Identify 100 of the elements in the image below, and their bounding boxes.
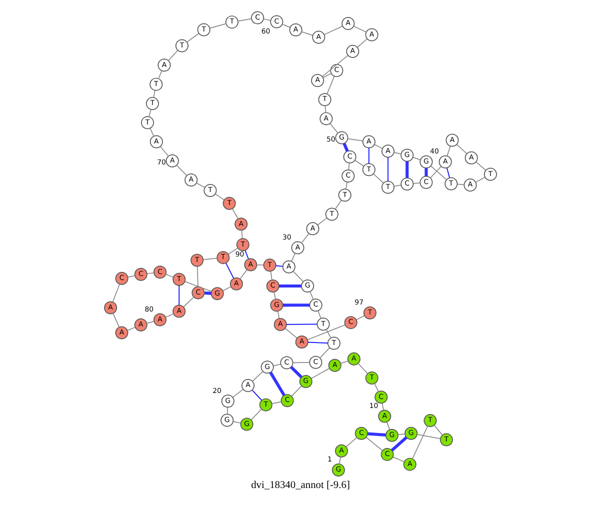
connector bbox=[475, 162, 486, 171]
connector bbox=[338, 456, 340, 464]
connector bbox=[262, 18, 271, 21]
connector bbox=[196, 182, 205, 188]
connector bbox=[323, 26, 342, 36]
connector bbox=[309, 291, 314, 300]
connector bbox=[390, 436, 407, 452]
connector bbox=[374, 383, 378, 392]
connector bbox=[292, 362, 310, 364]
connector bbox=[146, 320, 154, 324]
connector bbox=[226, 406, 228, 415]
connector bbox=[412, 156, 420, 160]
connector bbox=[208, 23, 226, 29]
connector bbox=[237, 18, 252, 22]
connector bbox=[306, 324, 345, 340]
connector bbox=[381, 402, 384, 411]
connector bbox=[158, 70, 162, 80]
connector bbox=[300, 31, 313, 36]
connector bbox=[232, 208, 238, 220]
connector bbox=[252, 370, 263, 382]
caption: dvi_18340_annot [-9.6] bbox=[250, 480, 350, 491]
connector bbox=[416, 434, 440, 440]
connector bbox=[182, 296, 194, 308]
connector bbox=[348, 162, 350, 170]
connector bbox=[112, 284, 120, 302]
connector bbox=[430, 166, 446, 180]
connector bbox=[387, 156, 388, 182]
connector bbox=[372, 174, 384, 184]
connector bbox=[412, 182, 420, 184]
connector bbox=[240, 230, 242, 239]
connector bbox=[354, 160, 364, 167]
connector bbox=[446, 167, 450, 178]
connector bbox=[319, 347, 330, 358]
connector bbox=[326, 76, 334, 94]
connector bbox=[393, 184, 401, 187]
connector bbox=[433, 424, 442, 436]
connector bbox=[159, 146, 168, 157]
connector bbox=[340, 360, 348, 364]
connector bbox=[317, 218, 327, 226]
connector bbox=[290, 386, 302, 397]
connector bbox=[164, 313, 174, 318]
connector bbox=[178, 285, 180, 306]
connector bbox=[324, 105, 326, 113]
connector bbox=[342, 142, 348, 152]
connector bbox=[374, 144, 382, 149]
connector bbox=[148, 109, 151, 118]
connector bbox=[204, 292, 211, 295]
connector bbox=[393, 152, 401, 154]
connector bbox=[256, 264, 264, 266]
connector bbox=[456, 184, 464, 186]
connector bbox=[126, 326, 136, 331]
connector bbox=[346, 138, 363, 142]
connector bbox=[424, 168, 428, 176]
connector bbox=[352, 26, 366, 33]
connector bbox=[270, 270, 272, 280]
connector bbox=[392, 456, 404, 462]
connector bbox=[317, 310, 321, 319]
connector bbox=[397, 434, 405, 436]
connector bbox=[345, 437, 357, 448]
connector bbox=[356, 38, 367, 48]
connector bbox=[186, 33, 199, 43]
connector bbox=[152, 90, 155, 98]
connector bbox=[357, 363, 368, 374]
connector bbox=[282, 304, 310, 307]
connector bbox=[251, 390, 262, 401]
connector bbox=[232, 421, 240, 424]
connector bbox=[225, 262, 234, 279]
connector bbox=[474, 176, 485, 183]
connector bbox=[386, 422, 390, 430]
connector bbox=[184, 281, 212, 292]
connector bbox=[430, 166, 442, 178]
connector bbox=[146, 272, 154, 274]
connector bbox=[272, 364, 281, 366]
connector bbox=[278, 284, 301, 288]
connector bbox=[275, 265, 282, 267]
connector bbox=[322, 73, 331, 78]
connector bbox=[276, 310, 280, 319]
connector bbox=[176, 164, 187, 176]
connector bbox=[232, 388, 243, 398]
connector bbox=[112, 313, 120, 328]
connector bbox=[310, 368, 330, 379]
connector bbox=[196, 266, 198, 287]
connector bbox=[456, 144, 467, 154]
connector bbox=[405, 161, 408, 178]
connector bbox=[268, 372, 285, 396]
connector bbox=[300, 233, 309, 244]
connector bbox=[344, 182, 347, 190]
connector bbox=[273, 292, 276, 300]
connector bbox=[227, 248, 238, 255]
connector bbox=[250, 408, 262, 420]
connector bbox=[325, 329, 331, 338]
connector bbox=[281, 24, 290, 28]
connector bbox=[202, 258, 218, 260]
connector bbox=[307, 342, 328, 344]
connector bbox=[365, 436, 382, 452]
connector bbox=[290, 253, 296, 262]
connector bbox=[222, 286, 231, 292]
connector bbox=[290, 366, 302, 378]
connector bbox=[165, 274, 174, 278]
connector bbox=[244, 250, 248, 260]
